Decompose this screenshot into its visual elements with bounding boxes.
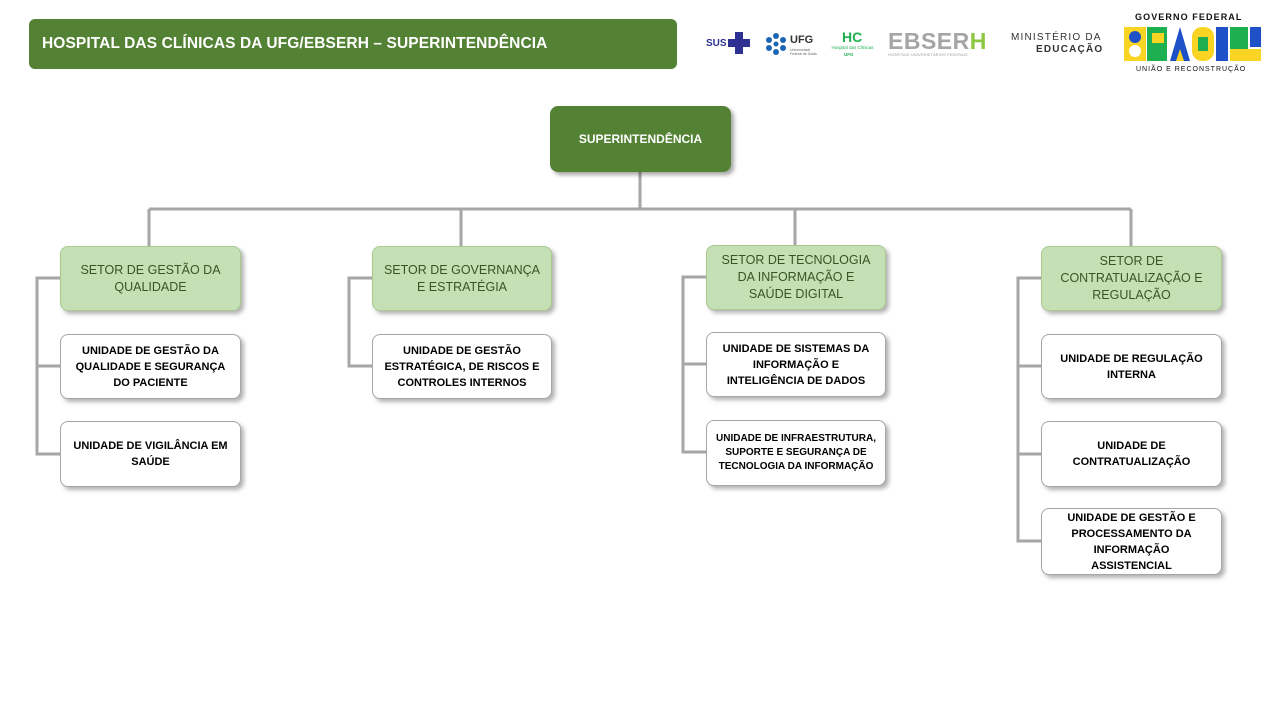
org-node-label: UNIDADE DE REGULAÇÃO INTERNA [1060,352,1203,381]
ufg-logo-text: UFG [790,34,814,46]
org-node-unit-processamento: UNIDADE DE GESTÃO E PROCESSAMENTO DA INF… [1041,508,1222,575]
page-title: HOSPITAL DAS CLÍNICAS DA UFG/EBSERH – SU… [42,35,548,52]
org-node-superintendencia: SUPERINTENDÊNCIA [550,106,731,172]
org-node-sector-qualidade: SETOR DE GESTÃO DA QUALIDADE [60,246,241,311]
ufg-logo-icon [766,33,786,55]
gov-logo-bottom: UNIÃO E RECONSTRUÇÃO [1136,66,1247,73]
hc-logo-subtitle: Hospital das Clínicas [831,45,874,50]
org-node-sector-contratualizacao: SETOR DE CONTRATUALIZAÇÃO E REGULAÇÃO [1041,246,1222,311]
sus-logo-text: SUS [706,38,727,49]
sector2-bracket-line [347,276,372,368]
org-node-label: UNIDADE DE VIGILÂNCIA EM SAÚDE [73,440,228,468]
org-node-unit-sistemas: UNIDADE DE SISTEMAS DA INFORMAÇÃO E INTE… [706,332,886,397]
org-node-label: SUPERINTENDÊNCIA [578,132,703,146]
ebserh-logo-main: EBSER [888,28,970,54]
ebserh-logo: EBSERH [888,28,987,55]
org-node-label: UNIDADE DE CONTRATUALIZAÇÃO [1072,440,1191,468]
org-node-label: SETOR DE CONTRATUALIZAÇÃO E REGULAÇÃO [1060,254,1203,302]
sus-cross-icon [728,32,750,54]
org-node-unit-contratualizacao: UNIDADE DE CONTRATUALIZAÇÃO [1041,421,1222,487]
org-node-sector-governanca: SETOR DE GOVERNANÇA E ESTRATÉGIA [372,246,552,311]
sector4-bracket-line [1016,276,1041,543]
hc-logo-text: HC [842,29,863,45]
header-banner: HOSPITAL DAS CLÍNICAS DA UFG/EBSERH – SU… [29,19,677,69]
org-node-label: UNIDADE DE GESTÃO E PROCESSAMENTO DA INF… [1067,511,1196,572]
mec-logo-line1: MINISTÉRIO DA [1011,32,1102,43]
org-node-unit-regulacao: UNIDADE DE REGULAÇÃO INTERNA [1041,334,1222,399]
hc-logo-ufg: UFG [844,52,854,57]
org-node-unit-vigilancia: UNIDADE DE VIGILÂNCIA EM SAÚDE [60,421,241,487]
org-node-unit-qualidade-seguranca: UNIDADE DE GESTÃO DA QUALIDADE E SEGURAN… [60,334,241,399]
org-node-label: SETOR DE TECNOLOGIA DA INFORMAÇÃO E SAÚD… [721,253,871,301]
ufg-logo-subtitle: Universidade Federal de Goiás [790,48,817,56]
org-node-label: UNIDADE DE SISTEMAS DA INFORMAÇÃO E INTE… [722,342,870,387]
org-node-label: UNIDADE DE INFRAESTRUTURA, SUPORTE E SEG… [716,433,876,472]
brasil-logo-icon [1124,27,1261,61]
org-node-unit-infraestrutura: UNIDADE DE INFRAESTRUTURA, SUPORTE E SEG… [706,420,886,486]
org-node-sector-ti: SETOR DE TECNOLOGIA DA INFORMAÇÃO E SAÚD… [706,245,886,310]
org-node-label: UNIDADE DE GESTÃO DA QUALIDADE E SEGURAN… [75,344,226,389]
org-node-unit-gestao-estrategica: UNIDADE DE GESTÃO ESTRATÉGICA, DE RISCOS… [372,334,552,399]
mec-logo-line2: EDUCAÇÃO [1036,44,1104,55]
gov-logo-top: GOVERNO FEDERAL [1135,12,1243,22]
ebserh-logo-h: H [969,28,987,54]
org-node-label: SETOR DE GESTÃO DA QUALIDADE [80,262,221,294]
ebserh-logo-subtitle: HOSPITAIS UNIVERSITÁRIOS FEDERAIS [888,53,968,57]
org-node-label: UNIDADE DE GESTÃO ESTRATÉGICA, DE RISCOS… [384,344,540,389]
org-node-label: SETOR DE GOVERNANÇA E ESTRATÉGIA [383,262,541,294]
